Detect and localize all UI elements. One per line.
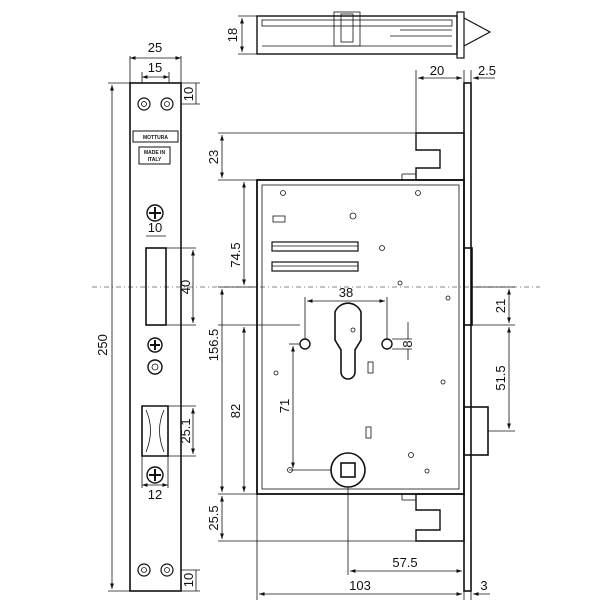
upper-latch-tail bbox=[415, 132, 465, 181]
brand-plate bbox=[132, 130, 179, 143]
dim-latch-slot-width: 10 bbox=[148, 220, 162, 235]
lock-body-view: 23 74.5 156.5 82 25.5 71 38 8 21 bbox=[206, 63, 515, 600]
latch-bolt bbox=[463, 247, 473, 326]
brand-plate-text: MOTTURA bbox=[143, 135, 168, 141]
dim-latch-to-bottom: 156.5 bbox=[206, 329, 221, 362]
dim-cylinder-to-bottom: 82 bbox=[228, 404, 243, 418]
dim-bolt-slot-width: 12 bbox=[148, 487, 162, 502]
cylinder-screw-left bbox=[299, 338, 311, 350]
dim-cylinder-to-square: 71 bbox=[277, 399, 292, 413]
origin-plate-line-1: MADE IN bbox=[144, 150, 166, 156]
dim-case-width: 103 bbox=[349, 578, 371, 593]
dim-bolt-slot-height: 25.1 bbox=[178, 418, 193, 443]
dim-top-offset: 23 bbox=[206, 150, 221, 164]
dim-bottom-offset: 25.5 bbox=[206, 505, 221, 530]
top-view: 18 bbox=[225, 11, 492, 59]
dim-latch-tip: 20 bbox=[430, 63, 444, 78]
faceplate-view: MOTTURA MADE IN ITALY bbox=[95, 40, 200, 592]
dim-total-height: 250 bbox=[95, 334, 110, 356]
lower-latch-tail bbox=[415, 493, 465, 542]
faceplate-screw-upper bbox=[146, 204, 164, 222]
origin-plate-line-2: ITALY bbox=[148, 157, 162, 163]
cylinder-screw-right bbox=[381, 338, 393, 350]
dim-screw-hole: 8 bbox=[400, 340, 415, 347]
spindle-ring bbox=[330, 452, 366, 488]
faceplate-round-hole bbox=[147, 359, 163, 375]
dim-top-margin: 10 bbox=[181, 87, 196, 101]
dim-latch-to-cylinder: 21 bbox=[493, 299, 508, 313]
faceplate-top-holes bbox=[137, 97, 174, 111]
faceplate-screw-lower bbox=[146, 466, 164, 484]
dim-faceplate-thickness: 2.5 bbox=[478, 63, 496, 78]
front-plate bbox=[463, 82, 472, 592]
faceplate-outline bbox=[129, 82, 182, 592]
dim-top-depth: 18 bbox=[225, 28, 240, 42]
spindle-square bbox=[340, 462, 356, 478]
dim-latch-slot-height: 40 bbox=[178, 280, 193, 294]
dim-backset: 57.5 bbox=[392, 555, 417, 570]
dim-cylinder-to-bolt: 51.5 bbox=[493, 365, 508, 390]
latch-slot bbox=[145, 247, 167, 326]
bolt-slot bbox=[141, 405, 169, 457]
cylinder-hole bbox=[334, 302, 362, 380]
dim-faceplate-inner-width: 15 bbox=[148, 60, 162, 75]
origin-plate bbox=[138, 146, 171, 165]
lock-case bbox=[256, 179, 465, 495]
faceplate-bottom-holes bbox=[137, 563, 174, 577]
dead-bolt bbox=[463, 406, 489, 456]
dim-front-thickness: 3 bbox=[480, 578, 487, 593]
dim-bottom-margin: 10 bbox=[181, 573, 196, 587]
dim-cylinder-width: 38 bbox=[339, 285, 353, 300]
faceplate-screw-middle bbox=[147, 337, 163, 353]
dim-faceplate-width: 25 bbox=[148, 40, 162, 55]
dim-upper-to-latch: 74.5 bbox=[228, 242, 243, 267]
